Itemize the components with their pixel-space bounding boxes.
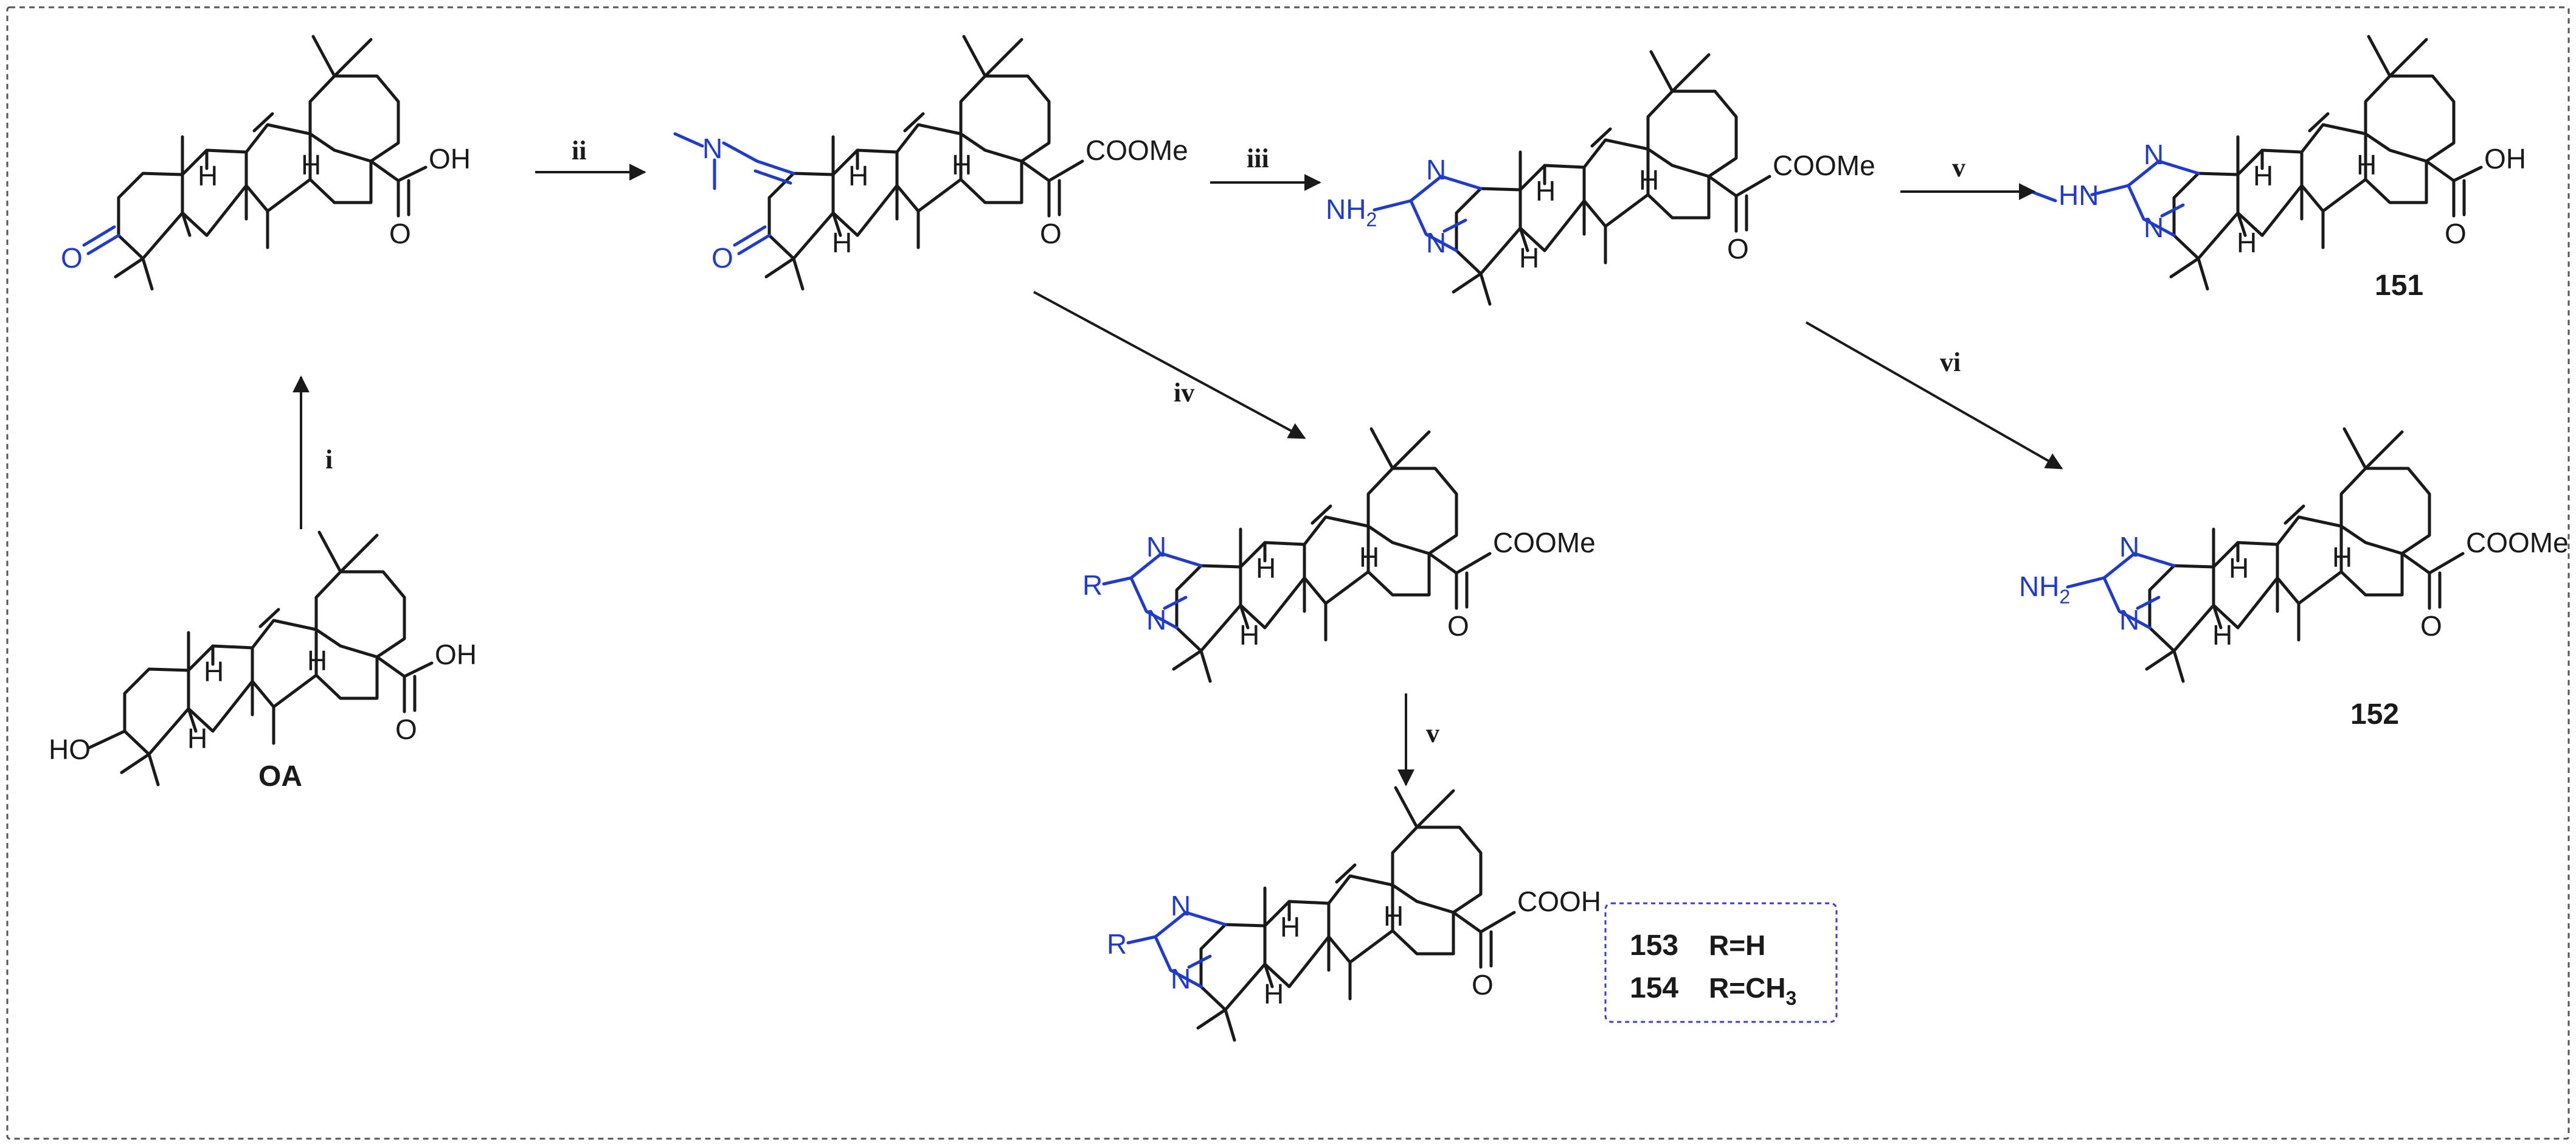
ester-o: O <box>1727 233 1749 265</box>
pyrimidine-n1: N <box>1171 890 1191 922</box>
legend-153-r: R=H <box>1709 929 1765 961</box>
structure-aminopyrimidine-ester: N N NH2 COOMe O H H H <box>1326 52 1875 304</box>
h9: H <box>198 160 218 192</box>
acid-o: O <box>1472 969 1494 1001</box>
oa-compound-label: OA <box>258 760 302 793</box>
pyrimidine-n1: N <box>2119 531 2139 563</box>
structure-151: N N HN OH O H H H 151 <box>2029 36 2526 302</box>
amino-group: NH2 <box>1326 193 1377 231</box>
pyrimidine-n3: N <box>1146 604 1166 636</box>
h5: H <box>832 227 852 259</box>
h9: H <box>1536 175 1556 207</box>
h5: H <box>2237 227 2257 259</box>
scheme-border <box>6 6 2570 1140</box>
h5: H <box>1519 242 1539 274</box>
oa-acid-oh: OH <box>435 639 477 670</box>
legend-153-number: 153 <box>1630 929 1678 962</box>
r-group: R <box>1082 569 1103 601</box>
ester-o: O <box>1447 610 1469 642</box>
h18: H <box>2332 541 2352 573</box>
ester-coome: COOMe <box>1493 527 1596 558</box>
oa-acid-o: O <box>395 714 417 745</box>
reagent-v-top: v <box>1952 153 1965 182</box>
pyrimidine-n3: N <box>2119 604 2139 636</box>
ester-coome: COOMe <box>1085 134 1188 166</box>
structure-oa: HO OH O H H H OA <box>49 532 477 793</box>
h9: H <box>848 160 868 192</box>
h18: H <box>301 149 321 181</box>
pyrimidine-n3: N <box>2144 212 2164 243</box>
h18: H <box>2356 149 2377 181</box>
h18: H <box>1383 900 1404 932</box>
acid-o: O <box>389 218 411 249</box>
reagent-v-bottom: v <box>1426 718 1439 748</box>
acid-o: O <box>2445 218 2467 249</box>
pyrimidine-n1: N <box>1426 154 1446 186</box>
arrow-vi <box>1806 321 2063 470</box>
pyrimidine-n1: N <box>2144 139 2164 170</box>
compound-152-label: 152 <box>2350 698 2399 731</box>
h5: H <box>1264 978 1284 1010</box>
h9: H <box>1256 552 1276 584</box>
r-group: R <box>1107 928 1127 960</box>
legend-154-r: R=CH3 <box>1709 972 1796 1009</box>
ester-o: O <box>2420 610 2442 642</box>
reagent-ii: ii <box>572 136 586 165</box>
reagent-vi: vi <box>1940 347 1961 377</box>
h9: H <box>2229 552 2249 584</box>
ester-o: O <box>1040 218 1062 249</box>
structure-enaminone: N O COOMe O H H H <box>673 36 1188 289</box>
h18: H <box>1639 164 1659 196</box>
oa-h5: H <box>187 723 207 754</box>
structure-3-oxo-acid: O OH O H H <box>61 36 471 289</box>
r-group-legend: 153 R=H 154 R=CH3 <box>1604 902 1838 1023</box>
ketone-oxygen: O <box>61 242 83 274</box>
structure-r-pyrimidine-acid: N N R COOH O H H H <box>1107 788 1601 1040</box>
h5: H <box>1239 619 1259 651</box>
acid-cooh: COOH <box>1517 886 1601 917</box>
h5: H <box>2212 619 2232 651</box>
reagent-iv: iv <box>1174 378 1194 408</box>
pyrimidine-n3: N <box>1426 227 1446 259</box>
h18: H <box>952 149 972 181</box>
pyrimidine-n1: N <box>1146 531 1166 563</box>
legend-154-number: 154 <box>1630 972 1678 1004</box>
acid-oh: OH <box>429 143 471 175</box>
reagent-iii: iii <box>1247 144 1269 173</box>
oa-h18: H <box>307 645 327 676</box>
oa-h9: H <box>204 656 224 687</box>
amino-group: NH2 <box>2019 571 2070 608</box>
acid-oh: OH <box>2484 143 2526 175</box>
structure-r-pyrimidine-ester: N N R COOMe O H H H <box>1082 429 1596 681</box>
h9: H <box>2253 160 2273 192</box>
methylamino-group: HN <box>2058 179 2099 211</box>
structure-152: N N NH2 COOMe O H H H 152 <box>2019 429 2569 731</box>
ester-coome: COOMe <box>2466 527 2569 558</box>
h18: H <box>1359 541 1379 573</box>
h9: H <box>1280 911 1300 943</box>
ketone-oxygen: O <box>712 242 733 274</box>
ester-coome: COOMe <box>1773 150 1875 181</box>
oa-hydroxyl: HO <box>49 734 91 765</box>
dimethylamino-n: N <box>702 133 722 164</box>
compound-151-label: 151 <box>2375 269 2423 302</box>
reagent-i: i <box>325 445 333 474</box>
arrow-iv <box>1033 291 1306 439</box>
pyrimidine-n3: N <box>1171 963 1191 995</box>
